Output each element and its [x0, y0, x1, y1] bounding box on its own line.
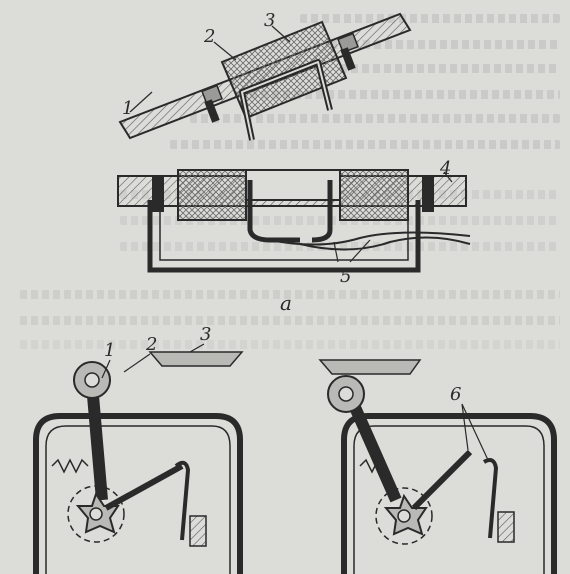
- bolt: [201, 84, 223, 123]
- label-b-3: 3: [200, 324, 211, 345]
- horizontal-section-view: 4 5 a: [117, 158, 471, 315]
- bleed-through-text: [120, 242, 560, 251]
- label-2: 2: [203, 26, 215, 47]
- inclined-mount-view: 1 2 3: [118, 10, 412, 141]
- label-4: 4: [439, 158, 451, 179]
- insulator-block: [220, 20, 348, 120]
- bolt: [337, 32, 359, 71]
- switch-right-view: 6: [318, 359, 557, 574]
- caption-a: a: [280, 291, 292, 315]
- bleed-through-text: [300, 14, 560, 23]
- bleed-through-text: [20, 340, 560, 349]
- bleed-through-text: [20, 316, 560, 325]
- label-b-1: 1: [104, 340, 115, 361]
- bleed-through-text: [20, 290, 560, 299]
- bleed-through-text: [330, 40, 560, 49]
- label-b-6: 6: [450, 384, 461, 405]
- bleed-through-text: [340, 64, 560, 73]
- label-5: 5: [340, 266, 351, 287]
- label-b-2: 2: [145, 334, 157, 355]
- bleed-through-text: [190, 114, 560, 123]
- switch-left-view: 1 2 3: [33, 324, 244, 574]
- bleed-through-text: [170, 140, 560, 149]
- label-3: 3: [264, 10, 275, 31]
- label-1: 1: [122, 98, 133, 119]
- bleed-through-text: [250, 90, 560, 99]
